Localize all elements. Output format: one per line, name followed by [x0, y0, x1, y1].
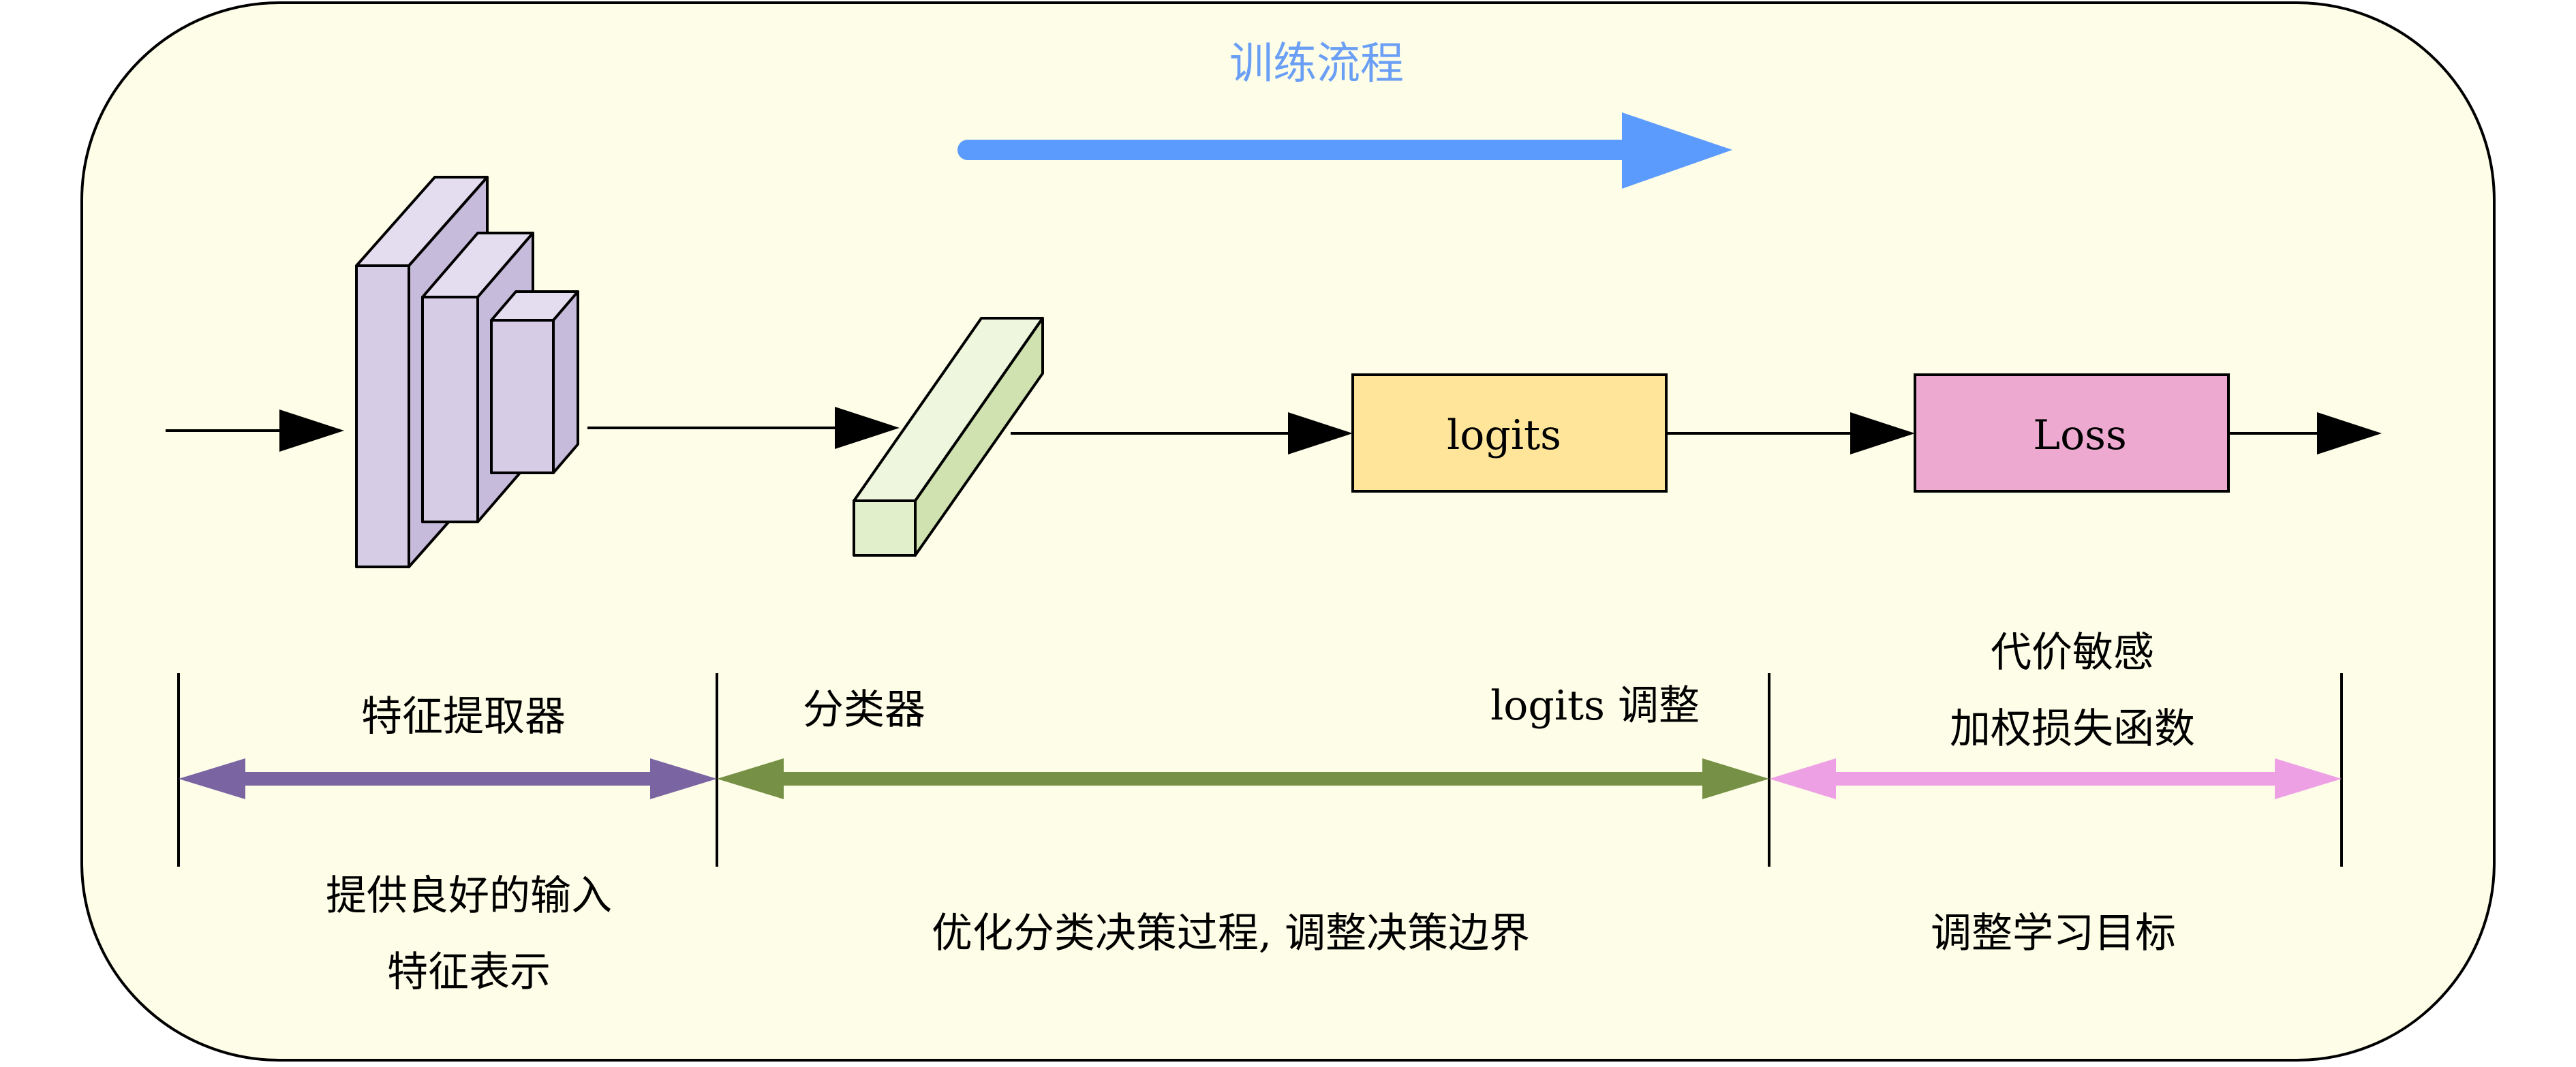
span-arrow-loss-function	[1769, 758, 2342, 799]
flow-title: 训练流程	[1229, 39, 1404, 89]
arrow-to-classifier	[587, 407, 900, 449]
feature-extractor-label: 特征提取器	[361, 693, 566, 741]
background-panel	[80, 1, 2496, 1062]
span-arrow-classifier	[717, 758, 1769, 799]
flow-arrow	[957, 112, 1732, 189]
loss-label: Loss	[2033, 412, 2127, 459]
loss-function-desc: 调整学习目标	[1931, 910, 2176, 957]
logits-label: logits	[1447, 412, 1561, 459]
span-arrow-feature-extractor	[179, 758, 717, 799]
output-arrow	[2228, 412, 2382, 454]
logits-adjust-label: logits 调整	[1490, 682, 1700, 730]
loss-function-label-line1: 代价敏感	[1991, 629, 2154, 677]
feature-extractor-desc-line2: 特征表示	[387, 948, 551, 996]
loss-box	[1914, 373, 2230, 493]
classifier-label: 分类器	[803, 686, 925, 734]
classifier-fc-icon	[853, 317, 1044, 557]
arrow-to-logits	[1011, 412, 1353, 454]
arrow-to-loss	[1666, 412, 1915, 454]
cnn-feature-extractor-icon	[355, 176, 579, 568]
feature-extractor-desc-line1: 提供良好的输入	[326, 872, 612, 920]
input-arrow	[166, 409, 344, 452]
loss-function-label-line2: 加权损失函数	[1950, 705, 2195, 753]
classifier-desc: 优化分类决策过程, 调整决策边界	[932, 910, 1530, 957]
